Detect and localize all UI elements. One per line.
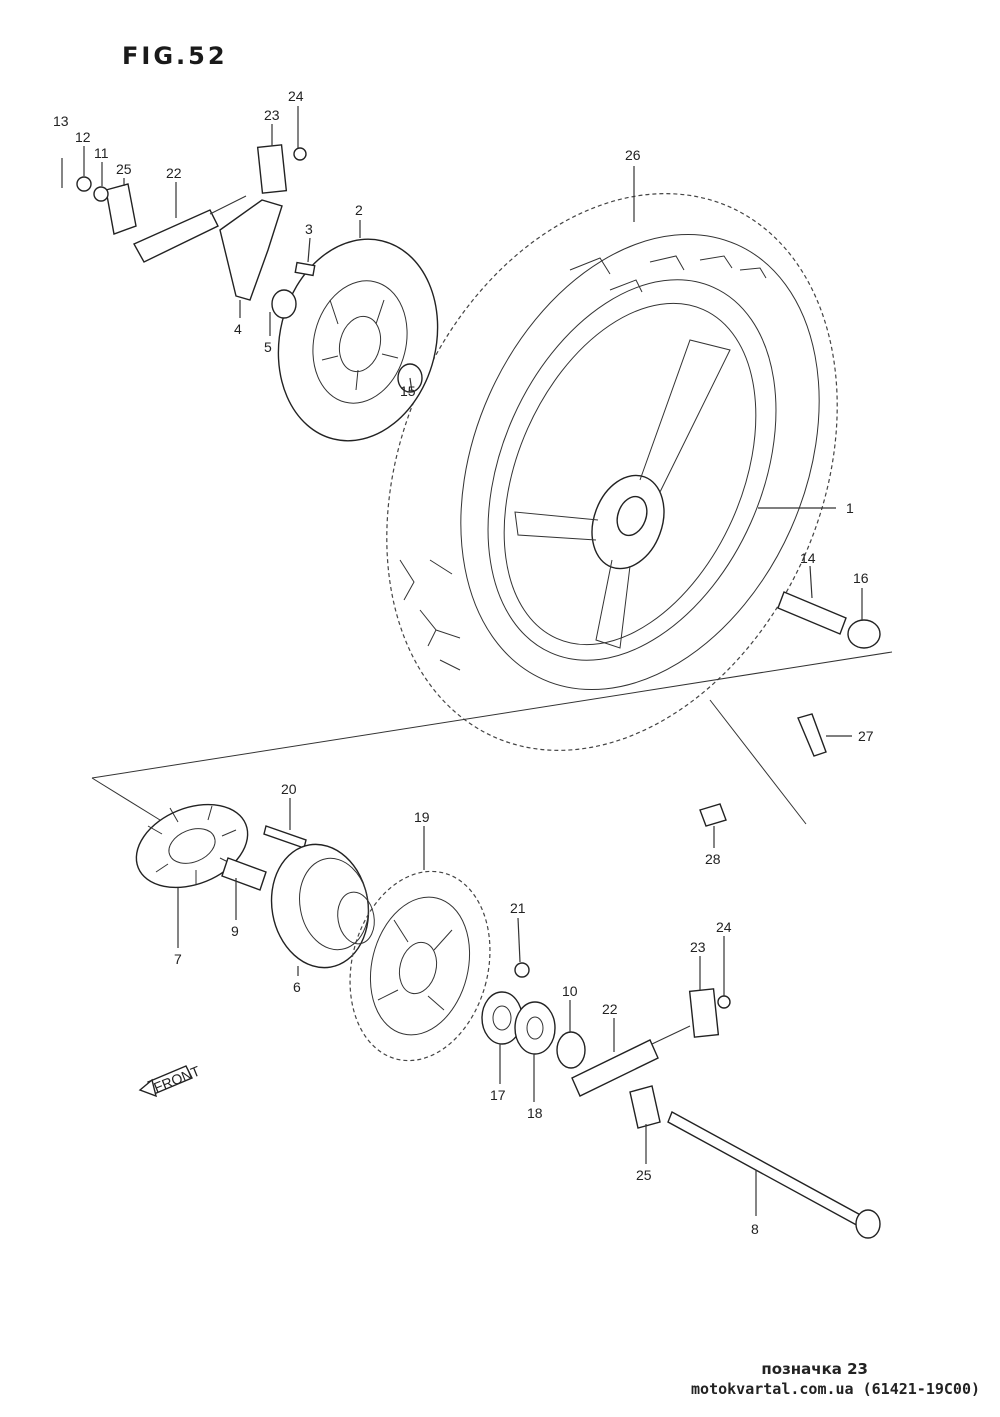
rear-hub-6 — [270, 843, 375, 969]
rear-axle-8 — [667, 1111, 867, 1229]
assembly-guide-line-3 — [709, 699, 807, 825]
callout-26: 26 — [625, 147, 641, 163]
footer-mark: позначка 23 — [761, 1360, 868, 1378]
nut-12 — [76, 176, 92, 192]
callout-15: 15 — [400, 383, 416, 399]
callout-22-top: 22 — [166, 165, 182, 181]
plate-25-top — [105, 183, 137, 235]
adjuster-bolt-bottom — [651, 1025, 691, 1045]
spacer-9 — [221, 857, 267, 891]
rim-inner — [503, 302, 757, 646]
tread-pattern-left — [399, 559, 461, 671]
callout-11: 11 — [94, 145, 109, 161]
seal-18 — [514, 1001, 556, 1055]
callout-23-top: 23 — [264, 107, 280, 123]
callout-14: 14 — [800, 550, 816, 566]
wheel-hub-center — [616, 495, 648, 537]
leader-14 — [809, 565, 813, 599]
axle-spacer-14 — [777, 591, 847, 635]
spacer-10 — [556, 1031, 586, 1069]
rim-outer — [487, 279, 777, 661]
spoke-lower — [595, 559, 631, 649]
callout-5: 5 — [264, 339, 272, 355]
callout-24-top: 24 — [288, 88, 304, 104]
callout-24-bottom: 24 — [716, 919, 732, 935]
callout-28: 28 — [705, 851, 721, 867]
plate-25-bottom — [629, 1085, 661, 1129]
adjuster-bolt-top — [209, 195, 247, 215]
brake-disc — [277, 238, 439, 442]
callout-18: 18 — [527, 1105, 543, 1121]
callout-2: 2 — [355, 202, 363, 218]
assembly-guide-line-2 — [91, 777, 161, 821]
cush-drive-damper-7 — [135, 803, 249, 889]
clip-28 — [699, 803, 727, 827]
callout-22-bottom: 22 — [602, 1001, 618, 1017]
spacer-5 — [271, 289, 297, 319]
caliper-bracket-4 — [219, 199, 283, 301]
callout-3: 3 — [305, 221, 313, 237]
callout-20: 20 — [281, 781, 297, 797]
nut-24-top — [293, 147, 307, 161]
callout-25-bottom: 25 — [636, 1167, 652, 1183]
bolt-20 — [263, 825, 307, 849]
footer-source: motokvartal.com.ua (61421-19C00) — [691, 1380, 980, 1398]
bolt-3 — [294, 261, 316, 277]
callout-13: 13 — [53, 113, 69, 129]
rear-axle-8-head — [855, 1209, 881, 1239]
chain-adjuster-22-bottom — [571, 1039, 659, 1097]
plate-23-bottom — [688, 988, 720, 1038]
spoke-left — [514, 511, 599, 541]
chain-adjuster-22-top — [133, 209, 219, 263]
callout-4: 4 — [234, 321, 242, 337]
callout-1: 1 — [846, 500, 854, 516]
leader-15 — [409, 377, 413, 393]
nut-21 — [514, 962, 530, 978]
tire-valve-27 — [797, 713, 827, 757]
callout-23-bottom: 23 — [690, 939, 706, 955]
bearing-17-inner — [492, 1005, 512, 1031]
callout-21: 21 — [510, 900, 526, 916]
callout-7: 7 — [174, 951, 182, 967]
figure-title: FIG.52 — [122, 42, 228, 70]
callout-17: 17 — [490, 1087, 506, 1103]
washer-11 — [93, 186, 109, 202]
front-marker-text: FRONT — [151, 1062, 202, 1095]
leader-3 — [307, 237, 311, 263]
tread-pattern-top — [569, 255, 767, 293]
callout-9: 9 — [231, 923, 239, 939]
callout-27: 27 — [858, 728, 874, 744]
nut-24-bottom — [717, 995, 731, 1009]
oil-seal-16 — [847, 619, 881, 649]
plate-23-top — [256, 144, 288, 194]
spoke-upper — [639, 339, 731, 493]
tire-outer-edge — [386, 193, 838, 751]
callout-labels: 1 2 3 4 5 6 7 8 9 10 11 12 13 14 15 16 1… — [53, 88, 874, 1237]
assembly-guide-line — [91, 651, 893, 779]
callout-25-top: 25 — [116, 161, 132, 177]
rear-sprocket-19 — [349, 870, 491, 1062]
callout-10: 10 — [562, 983, 578, 999]
front-direction-marker: FRONT — [138, 1062, 203, 1098]
callout-6: 6 — [293, 979, 301, 995]
seal-18-inner — [526, 1016, 544, 1040]
callout-8: 8 — [751, 1221, 759, 1237]
callout-12: 12 — [75, 129, 91, 145]
rear-wheel-assembly — [386, 193, 838, 751]
leader-21 — [517, 917, 521, 963]
callout-16: 16 — [853, 570, 869, 586]
tire-inner-edge — [460, 233, 820, 691]
callout-19: 19 — [414, 809, 430, 825]
